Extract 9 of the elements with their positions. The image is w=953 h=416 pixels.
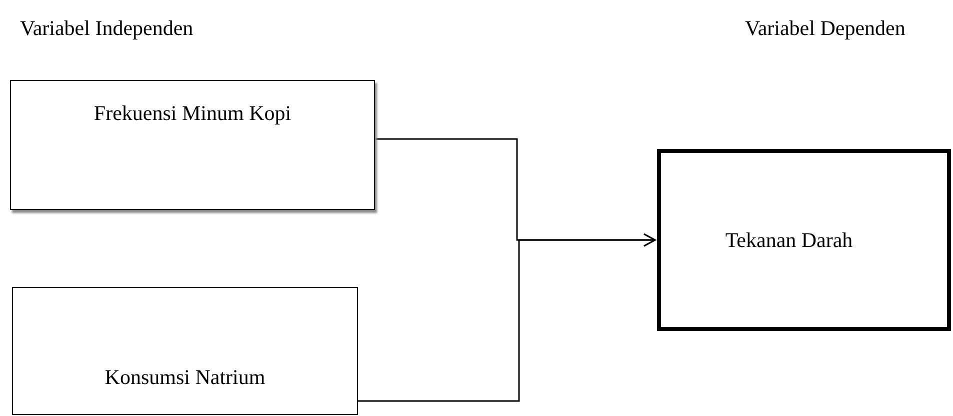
connector-arrow bbox=[358, 233, 656, 402]
variable-box bbox=[10, 80, 375, 210]
variable-box bbox=[657, 149, 951, 331]
column-heading: Variabel Dependen bbox=[745, 16, 906, 41]
column-heading: Variabel Independen bbox=[20, 16, 194, 41]
box-label: Frekuensi Minum Kopi bbox=[94, 101, 292, 126]
box-label: Tekanan Darah bbox=[725, 228, 853, 252]
box-label: Konsumsi Natrium bbox=[104, 365, 266, 390]
variable-box bbox=[12, 287, 358, 415]
